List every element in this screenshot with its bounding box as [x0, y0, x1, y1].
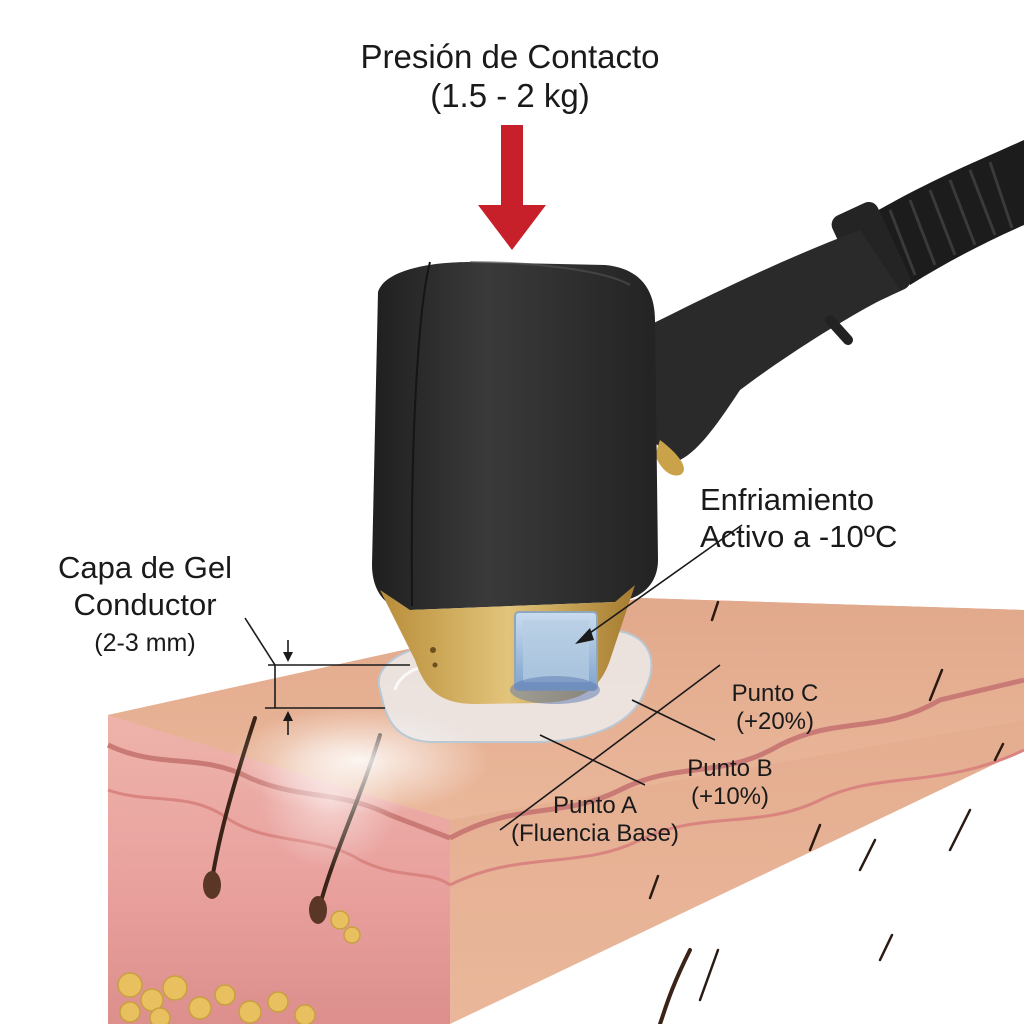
leader-lines	[244, 524, 743, 831]
gel-line1: Capa de Gel	[57, 550, 233, 585]
point-a-value: (Fluencia Base)	[510, 820, 680, 848]
cooling-label: Enfriamiento Activo a -10ºC	[700, 482, 1000, 555]
pressure-arrow	[478, 125, 546, 250]
gel-line2: Conductor	[73, 586, 217, 622]
point-a-label: Punto A (Fluencia Base)	[490, 792, 700, 849]
pressure-title: Presión de Contacto	[360, 38, 660, 75]
skin-cross-section	[108, 715, 450, 1024]
point-b-name: Punto B	[687, 755, 773, 782]
cooling-line1: Enfriamiento	[700, 482, 875, 517]
cooling-window	[510, 611, 600, 704]
point-c-name: Punto C	[731, 680, 819, 707]
gel-label: Capa de Gel Conductor (2-3 mm)	[40, 550, 250, 659]
handpiece-head	[372, 261, 658, 610]
point-b-label: Punto B (+10%)	[660, 755, 800, 812]
skin-block	[106, 598, 1024, 1024]
point-c-value: (+20%)	[735, 708, 815, 736]
point-b-value: (+10%)	[690, 783, 770, 811]
handle	[640, 230, 900, 476]
fat-layer	[117, 910, 361, 1024]
cooling-line2: Activo a -10ºC	[700, 518, 898, 554]
gel-thickness: (2-3 mm)	[94, 629, 196, 658]
surface-hairs	[648, 600, 1005, 1002]
point-c-label: Punto C (+20%)	[705, 680, 845, 737]
pressure-value: (1.5 - 2 kg)	[430, 76, 590, 114]
point-a-name: Punto A	[552, 792, 638, 819]
pressure-label: Presión de Contacto (1.5 - 2 kg)	[310, 38, 710, 116]
